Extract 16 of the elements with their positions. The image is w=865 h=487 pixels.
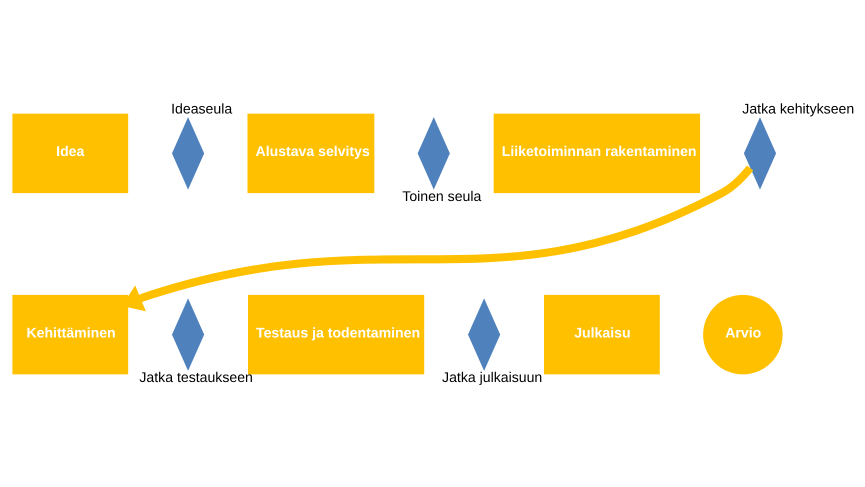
node-box: Kehittäminen	[12, 294, 128, 374]
node-diamond	[468, 298, 500, 370]
node-box: Alustava selvitys	[247, 113, 374, 193]
node-diamond	[744, 116, 776, 190]
node-box: Liiketoiminnan rakentaminen	[494, 113, 700, 193]
node-box: Idea	[12, 113, 128, 193]
node-box: Julkaisu	[544, 294, 660, 374]
node-diamond	[172, 298, 204, 370]
node-label: Toinen seula	[402, 187, 482, 204]
node-diamond	[418, 116, 450, 190]
node-label: Ideaseula	[171, 100, 232, 116]
node-label: Jatka julkaisuun	[442, 368, 542, 385]
node-label: Jatka kehitykseen	[742, 100, 854, 116]
node-box: Testaus ja todentaminen	[248, 294, 424, 374]
node-diamond	[172, 116, 204, 190]
node-circle: Arvio	[703, 294, 783, 374]
